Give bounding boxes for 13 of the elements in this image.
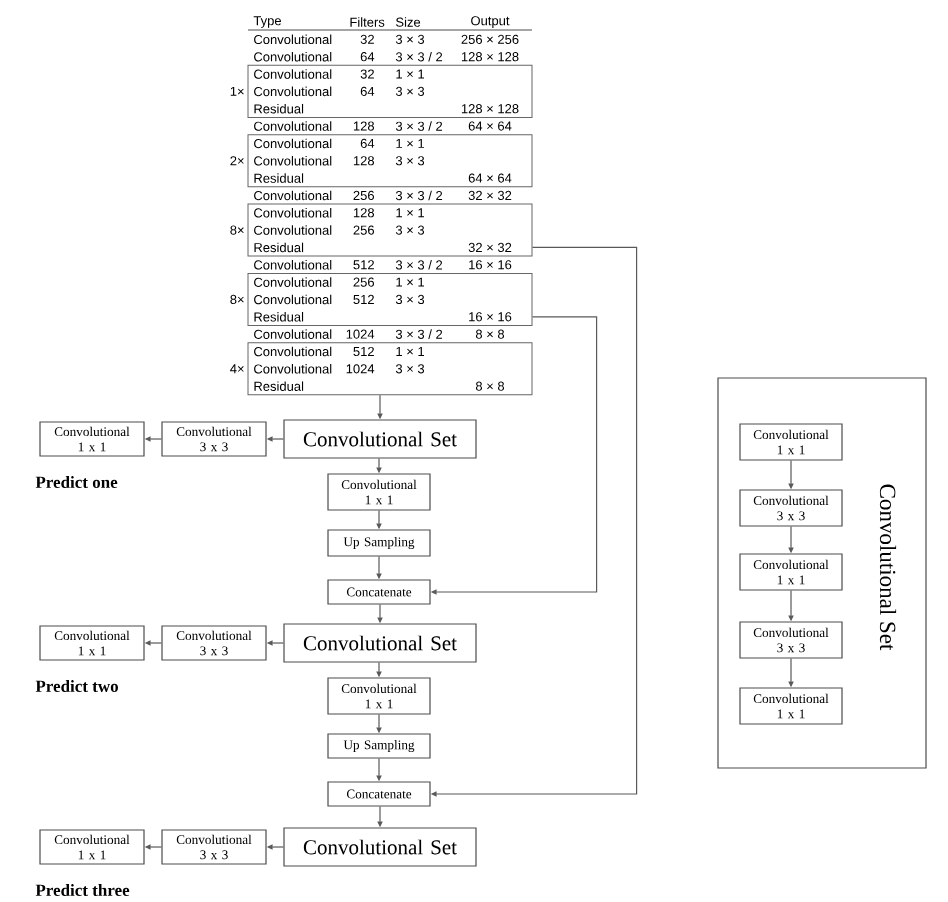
output-label: Predict two <box>35 680 118 692</box>
layer-box: Convolutional Set <box>283 827 477 867</box>
panel-title: Convolutional Set <box>879 484 897 651</box>
residual-block <box>230 272 533 326</box>
output-label: Predict one <box>35 476 118 488</box>
residual-block <box>230 134 533 188</box>
output-label: Predict three <box>35 884 130 896</box>
residual-block <box>230 203 533 257</box>
group-box <box>717 377 927 769</box>
residual-block <box>230 64 533 118</box>
residual-block <box>230 342 533 396</box>
layer-box: Convolutional Set <box>283 419 477 459</box>
layer-box: Convolutional Set <box>283 623 477 663</box>
